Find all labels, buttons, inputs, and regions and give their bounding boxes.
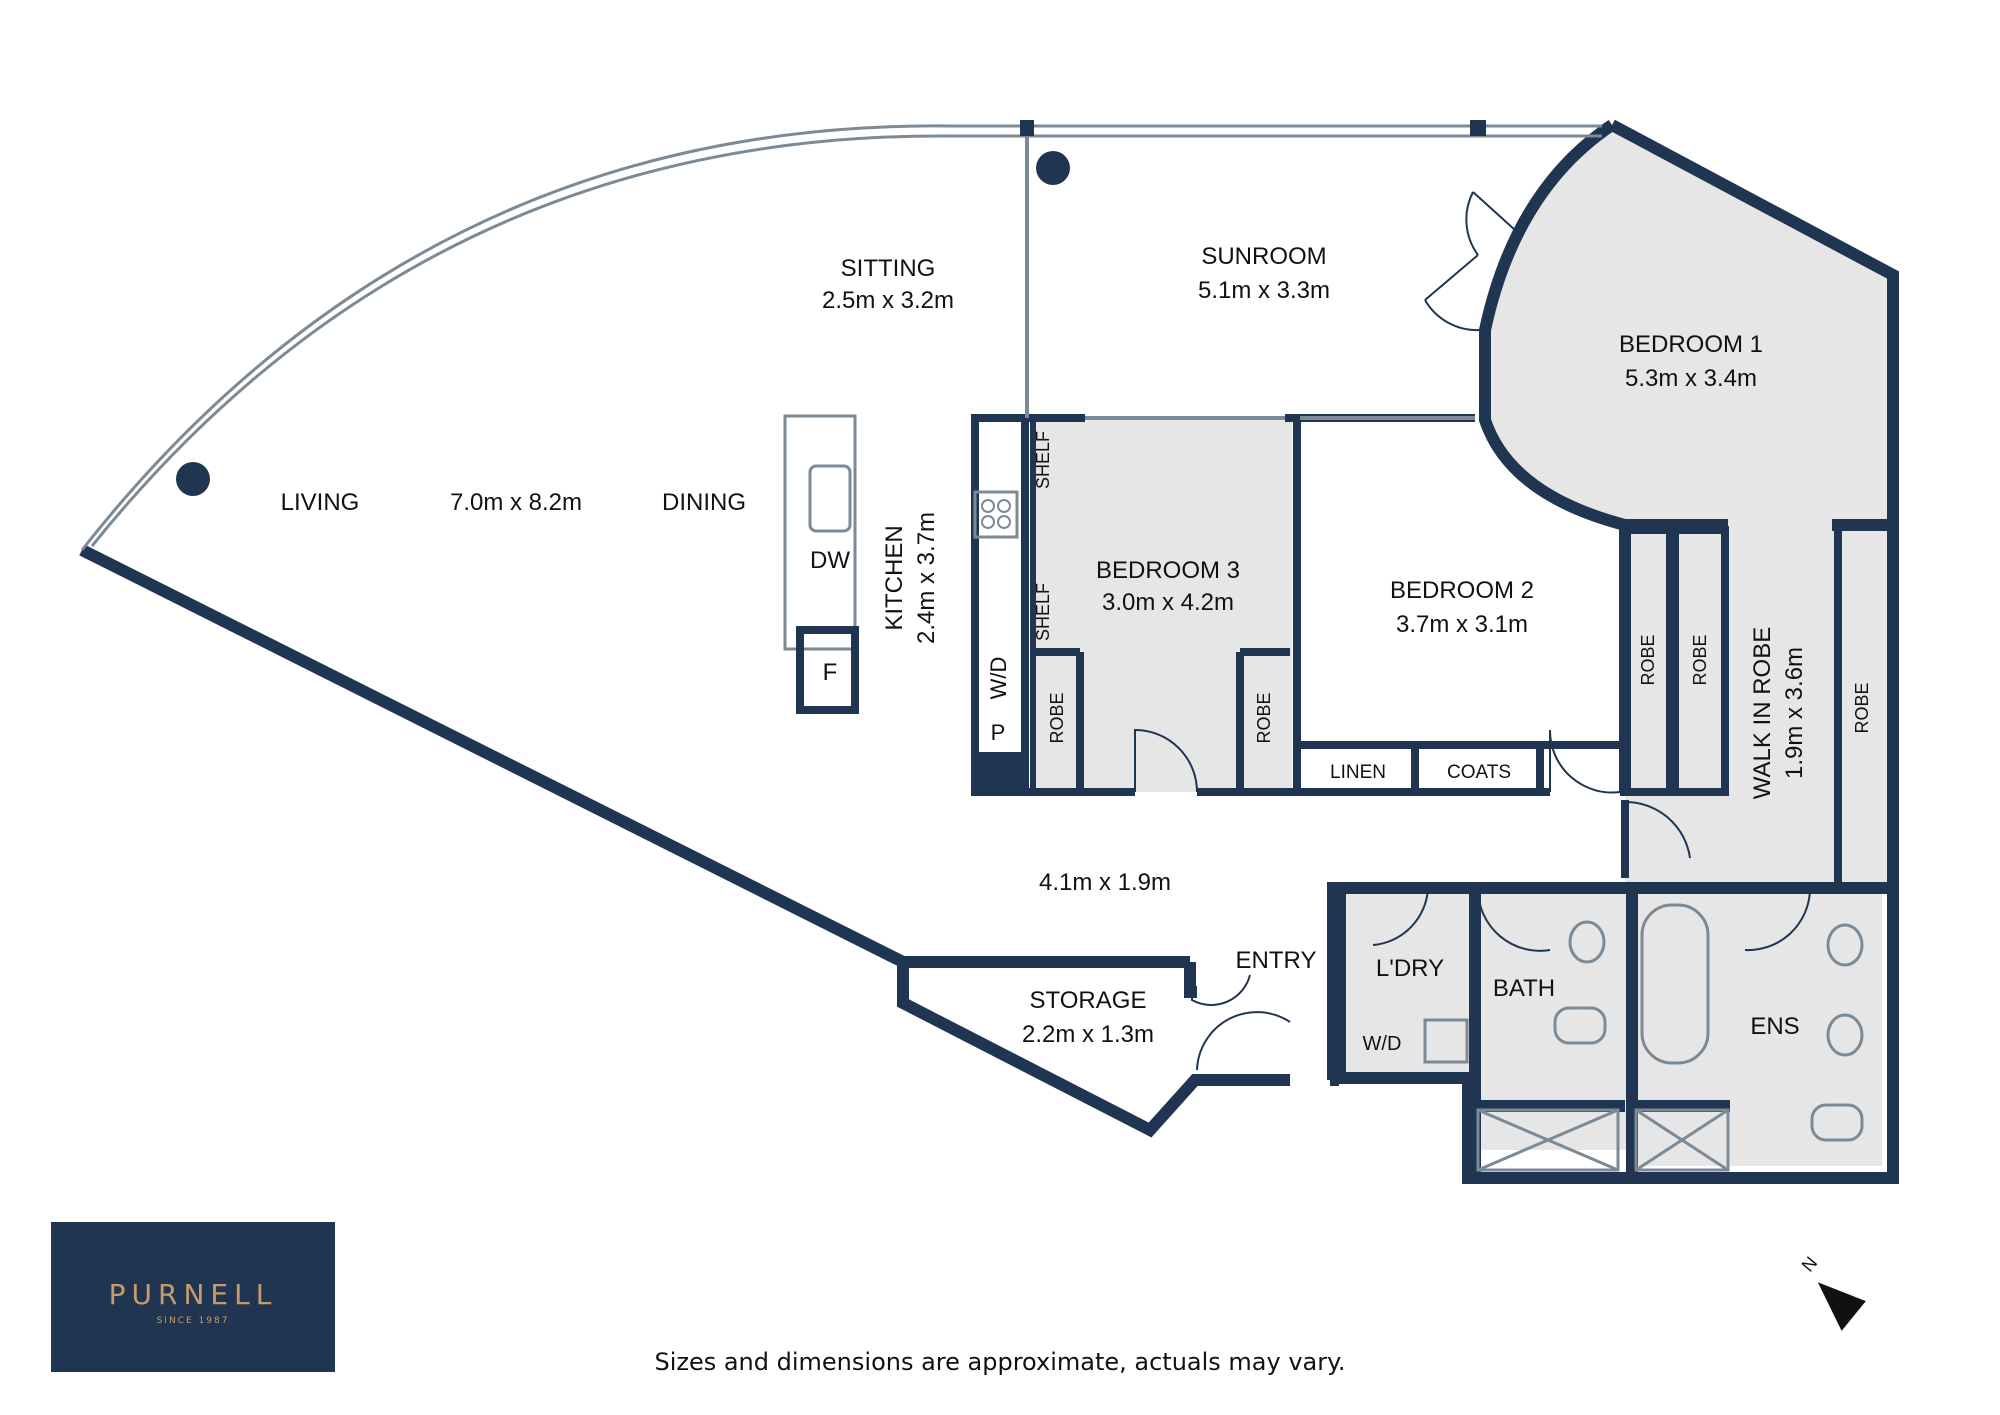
- washer-dryer-label: W/D: [986, 657, 1011, 700]
- living-label: LIVING: [281, 489, 360, 516]
- walk-in-robe-size: 1.9m x 3.6m: [1781, 647, 1808, 779]
- dishwasher-label: DW: [810, 547, 850, 574]
- column: [1036, 151, 1070, 185]
- kitchen-label: KITCHEN: [881, 525, 908, 630]
- shelf-label: SHELF: [1033, 431, 1053, 489]
- living-size: 7.0m x 8.2m: [450, 489, 582, 516]
- brand-since: SINCE 1987: [156, 1316, 230, 1326]
- laundry-label: L'DRY: [1376, 955, 1444, 982]
- window-post: [1470, 120, 1486, 136]
- fridge-box: [796, 626, 859, 714]
- laundry-washer-dryer-label: W/D: [1363, 1033, 1402, 1055]
- fridge-label: F: [823, 659, 838, 686]
- kitchen-island: [783, 414, 857, 651]
- sink: [808, 464, 852, 533]
- disclaimer-text: Sizes and dimensions are approximate, ac…: [654, 1348, 1346, 1376]
- sitting-size: 2.5m x 3.2m: [822, 287, 954, 314]
- coats-label: COATS: [1447, 762, 1511, 783]
- pantry-block: [975, 752, 1025, 792]
- linen-label: LINEN: [1330, 762, 1386, 783]
- compass-north-label: N: [1798, 1253, 1822, 1276]
- sunroom-size: 5.1m x 3.3m: [1198, 277, 1330, 304]
- robe-label: ROBE: [1254, 692, 1274, 743]
- bedroom2-label: BEDROOM 2: [1390, 577, 1534, 604]
- brand-name: PURNELL: [108, 1278, 278, 1311]
- doors: [1134, 191, 1811, 1071]
- robe-label: ROBE: [1690, 634, 1710, 685]
- hall-size: 4.1m x 1.9m: [1039, 869, 1171, 896]
- bedroom3-floor: [1030, 420, 1292, 792]
- sunroom-label: SUNROOM: [1201, 243, 1326, 270]
- hall-bath-floor: [1625, 800, 1665, 880]
- cooktop-burner: [981, 499, 995, 513]
- cooktop-burner: [997, 515, 1011, 529]
- bedroom3-size: 3.0m x 4.2m: [1102, 589, 1234, 616]
- storage-label: STORAGE: [1030, 987, 1147, 1014]
- north-arrow-icon: N: [1798, 1253, 1866, 1331]
- walk-in-robe-label: WALK IN ROBE: [1749, 627, 1776, 799]
- window-post: [1020, 120, 1034, 136]
- bedroom3-label: BEDROOM 3: [1096, 557, 1240, 584]
- curved-window-wall: [80, 124, 1602, 551]
- robe-label: ROBE: [1638, 634, 1658, 685]
- dining-label: DINING: [662, 489, 746, 516]
- robe-label: ROBE: [1047, 692, 1067, 743]
- shelf-label: SHELF: [1033, 583, 1053, 641]
- column: [176, 462, 210, 496]
- column-fill: [1030, 420, 1036, 792]
- sitting-label: SITTING: [841, 255, 936, 282]
- storage-size: 2.2m x 1.3m: [1022, 1021, 1154, 1048]
- bedroom2-size: 3.7m x 3.1m: [1396, 611, 1528, 638]
- cooktop-burner: [981, 515, 995, 529]
- bedroom1-size: 5.3m x 3.4m: [1625, 365, 1757, 392]
- laundry-floor: [1340, 888, 1475, 1078]
- bedroom1-label: BEDROOM 1: [1619, 331, 1763, 358]
- interior-walls: [971, 414, 1842, 885]
- pantry-label: P: [991, 720, 1006, 745]
- bath-label: BATH: [1493, 975, 1555, 1002]
- entry-label: ENTRY: [1236, 947, 1317, 974]
- ensuite-floor: [1632, 888, 1882, 1166]
- ensuite-label: ENS: [1750, 1013, 1799, 1040]
- robe-label: ROBE: [1852, 682, 1872, 733]
- cooktop: [973, 490, 1019, 539]
- bath-fixtures: [1423, 903, 1864, 1172]
- cooktop-burner: [997, 499, 1011, 513]
- kitchen-size: 2.4m x 3.7m: [913, 512, 940, 644]
- brand-logo: PURNELL SINCE 1987: [51, 1222, 335, 1372]
